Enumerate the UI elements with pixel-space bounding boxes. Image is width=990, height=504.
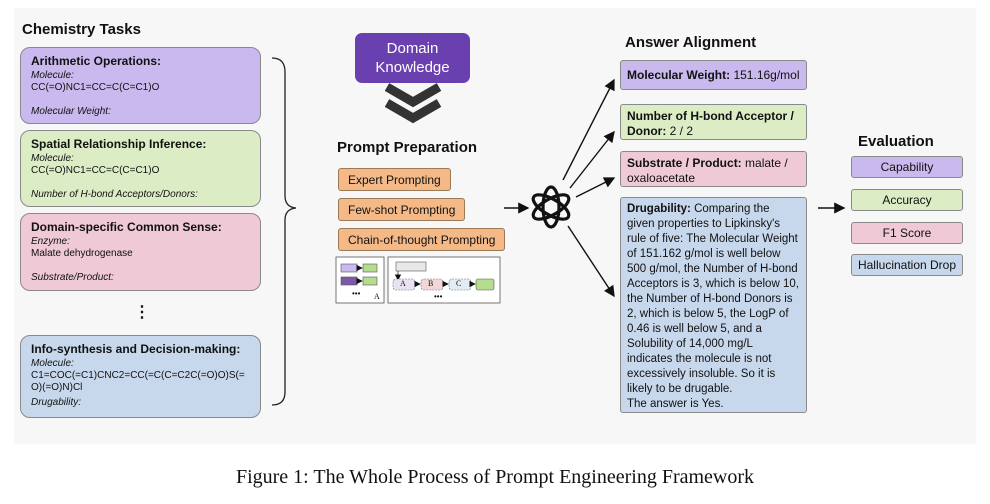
task-question: Molecular Weight: <box>31 106 111 117</box>
answer-text: 2 / 2 <box>666 124 694 138</box>
task-field-label: Molecule: <box>31 153 74 164</box>
heading-chemistry-tasks: Chemistry Tasks <box>22 21 141 38</box>
answer-label: Drugability: <box>627 203 691 215</box>
task-card-spatial: Spatial Relationship Inference: Molecule… <box>20 130 261 207</box>
prompt-chain-of-thought: Chain-of-thought Prompting <box>338 228 506 251</box>
task-title: Spatial Relationship Inference <box>31 137 203 151</box>
answer-label: Number of H-bond Acceptor / Donor: <box>627 109 794 138</box>
llm-logo-icon <box>531 185 571 229</box>
metric-capability: Capability <box>851 156 963 178</box>
tasks-ellipsis: ⋮ <box>134 304 150 321</box>
answer-h-bond: Number of H-bond Acceptor / Donor: 2 / 2 <box>620 104 807 140</box>
answer-text: Comparing the given properties to Lipkin… <box>627 203 799 395</box>
few-shot-corner-label: A <box>374 292 380 301</box>
chevron-down-icon <box>384 99 442 124</box>
figure-caption: Figure 1: The Whole Process of Prompt En… <box>235 466 755 488</box>
answer-conclusion: The answer is Yes. <box>627 398 724 410</box>
task-field-value: C1=COC(=C1)CNC2=CC(=C(C=C2C(=O)O)S(=O)(=… <box>31 370 245 393</box>
answer-molecular-weight: Molecular Weight: 151.16g/mol <box>620 60 807 90</box>
chevron-down-icon <box>384 83 442 108</box>
answer-text: 151.16g/mol <box>730 68 800 82</box>
task-title: Info-synthesis and Decision-making <box>31 342 237 356</box>
cot-step-a: A <box>400 279 406 288</box>
metric-f1-score: F1 Score <box>851 222 963 244</box>
task-card-decision-making: Info-synthesis and Decision-making: Mole… <box>20 335 261 418</box>
arrow-to-answer-3 <box>575 177 616 198</box>
answer-drugability: Drugability: Comparing the given propert… <box>620 197 807 413</box>
task-field-label: Enzyme: <box>31 236 70 247</box>
prompt-expert: Expert Prompting <box>338 168 451 191</box>
task-field-value: Malate dehydrogenase <box>31 248 133 259</box>
arrow-to-answer-1 <box>562 78 615 181</box>
task-field-value: CC(=O)NC1=CC=C(C=C1)O <box>31 165 160 176</box>
task-card-common-sense: Domain-specific Common Sense: Enzyme: Ma… <box>20 213 261 291</box>
heading-evaluation: Evaluation <box>858 133 934 150</box>
metric-hallucination-drop: Hallucination Drop <box>851 254 963 276</box>
prompt-few-shot: Few-shot Prompting <box>338 198 466 221</box>
heading-answer-alignment: Answer Alignment <box>625 34 757 51</box>
answer-label: Substrate / Product: <box>627 156 742 170</box>
metric-accuracy: Accuracy <box>851 189 963 211</box>
cot-step-c: C <box>456 279 462 288</box>
answer-label: Molecular Weight: <box>627 68 731 82</box>
task-title: Domain-specific Common Sense <box>31 220 218 234</box>
answer-text: malate / oxaloacetate <box>627 156 788 185</box>
heading-prompt-preparation: Prompt Preparation <box>337 139 478 156</box>
domain-knowledge-box: Domain Knowledge <box>355 33 470 83</box>
task-field-value: CC(=O)NC1=CC=C(C=C1)O <box>31 82 160 93</box>
task-question: Number of H-bond Acceptors/Donors: <box>31 189 198 200</box>
task-question: Drugability: <box>31 397 82 408</box>
tasks-brace <box>271 57 297 406</box>
arrow-to-answer-4 <box>567 225 615 298</box>
task-field-label: Molecule: <box>31 70 74 81</box>
arrow-to-answer-2 <box>569 130 615 189</box>
task-card-arithmetic: Arithmetic Operations: Molecule: CC(=O)N… <box>20 47 261 124</box>
answer-substrate-product: Substrate / Product: malate / oxaloaceta… <box>620 151 807 187</box>
cot-step-b: B <box>428 279 434 288</box>
cot-dots: ••• <box>434 292 443 301</box>
task-question: Substrate/Product: <box>31 272 114 283</box>
task-title: Arithmetic Operations <box>31 54 158 68</box>
few-shot-dots: ••• <box>352 289 361 298</box>
task-field-label: Molecule: <box>31 358 74 369</box>
